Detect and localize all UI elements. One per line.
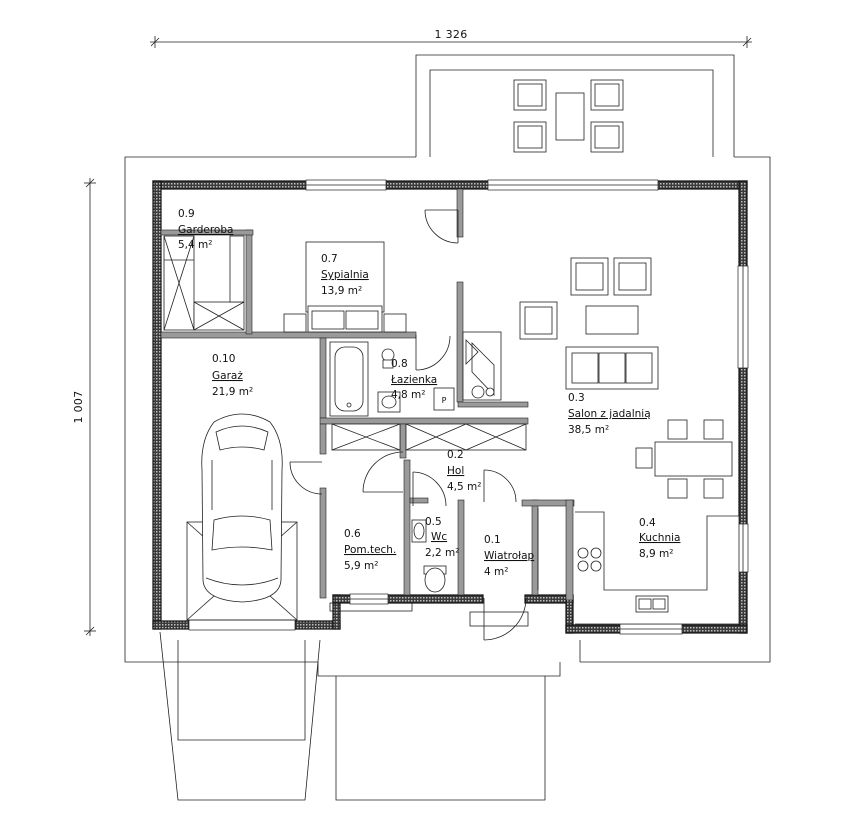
svg-text:Garderoba: Garderoba xyxy=(178,224,233,236)
svg-text:4,5 m²: 4,5 m² xyxy=(447,481,481,493)
terrace-furniture xyxy=(513,79,624,153)
roof-outline xyxy=(124,54,771,801)
svg-text:0.5: 0.5 xyxy=(425,516,442,528)
svg-text:4 m²: 4 m² xyxy=(484,566,508,578)
svg-text:Garaż: Garaż xyxy=(212,370,243,382)
svg-text:0.3: 0.3 xyxy=(568,392,585,404)
svg-text:Salon z jadalnią: Salon z jadalnią xyxy=(568,408,651,420)
svg-text:38,5 m²: 38,5 m² xyxy=(568,424,609,436)
garage-car xyxy=(186,413,298,621)
hall-cabinets xyxy=(331,423,527,451)
svg-text:Wiatrołap: Wiatrołap xyxy=(484,550,535,562)
svg-text:Kuchnia: Kuchnia xyxy=(639,532,680,544)
wc-fixtures xyxy=(411,519,447,593)
boiler-mark: P xyxy=(442,396,447,405)
svg-text:0.7: 0.7 xyxy=(321,253,338,265)
room-lazienka: 0.8 Łazienka 4,8 m² xyxy=(390,358,437,401)
height-label: 1 007 xyxy=(72,391,85,424)
svg-text:13,9 m²: 13,9 m² xyxy=(321,285,362,297)
room-garaz: 0.10 Garaż 21,9 m² xyxy=(212,353,253,398)
room-pomtech: 0.6 Pom.tech. 5,9 m² xyxy=(344,528,396,572)
svg-text:Sypialnia: Sypialnia xyxy=(321,269,369,281)
dining-set xyxy=(635,419,733,499)
kitchen-counters xyxy=(575,511,740,625)
fireplace xyxy=(462,331,502,401)
svg-text:0.10: 0.10 xyxy=(212,353,235,365)
svg-text:0.9: 0.9 xyxy=(178,208,195,220)
room-wc: 0.5 Wc 2,2 m² xyxy=(425,516,459,559)
room-labels: 0.9 Garderoba 5,4 m² 0.7 Sypialnia 13,9 … xyxy=(178,208,680,578)
svg-text:5,4 m²: 5,4 m² xyxy=(178,239,212,251)
svg-text:8,9 m²: 8,9 m² xyxy=(639,548,673,560)
svg-text:0.6: 0.6 xyxy=(344,528,361,540)
wardrobe-shelves xyxy=(163,235,245,331)
svg-text:Łazienka: Łazienka xyxy=(390,374,437,386)
svg-text:0.8: 0.8 xyxy=(391,358,408,370)
svg-text:0.1: 0.1 xyxy=(484,534,501,546)
interior-walls xyxy=(160,188,575,601)
svg-text:Pom.tech.: Pom.tech. xyxy=(344,544,396,556)
svg-text:21,9 m²: 21,9 m² xyxy=(212,386,253,398)
svg-text:Wc: Wc xyxy=(431,531,447,543)
svg-text:4,8 m²: 4,8 m² xyxy=(391,389,425,401)
svg-text:0.4: 0.4 xyxy=(639,517,656,529)
windows xyxy=(188,179,749,635)
room-garderoba: 0.9 Garderoba 5,4 m² xyxy=(178,208,233,251)
room-salon: 0.3 Salon z jadalnią 38,5 m² xyxy=(568,392,651,436)
bathroom-fixtures: P xyxy=(329,341,455,417)
room-kuchnia: 0.4 Kuchnia 8,9 m² xyxy=(639,517,680,560)
room-wiatrolap: 0.1 Wiatrołap 4 m² xyxy=(484,534,535,578)
svg-text:2,2 m²: 2,2 m² xyxy=(425,547,459,559)
room-sypialnia: 0.7 Sypialnia 13,9 m² xyxy=(321,253,369,297)
svg-text:0.2: 0.2 xyxy=(447,449,464,461)
svg-text:Hol: Hol xyxy=(447,465,464,477)
svg-text:5,9 m²: 5,9 m² xyxy=(344,560,378,572)
dimension-height: 1 007 xyxy=(72,178,96,636)
dimension-width: 1 326 xyxy=(150,28,752,48)
room-hol: 0.2 Hol 4,5 m² xyxy=(447,449,481,493)
living-furniture xyxy=(519,257,659,390)
doors xyxy=(289,209,539,641)
width-label: 1 326 xyxy=(435,28,468,41)
bed xyxy=(283,241,407,333)
